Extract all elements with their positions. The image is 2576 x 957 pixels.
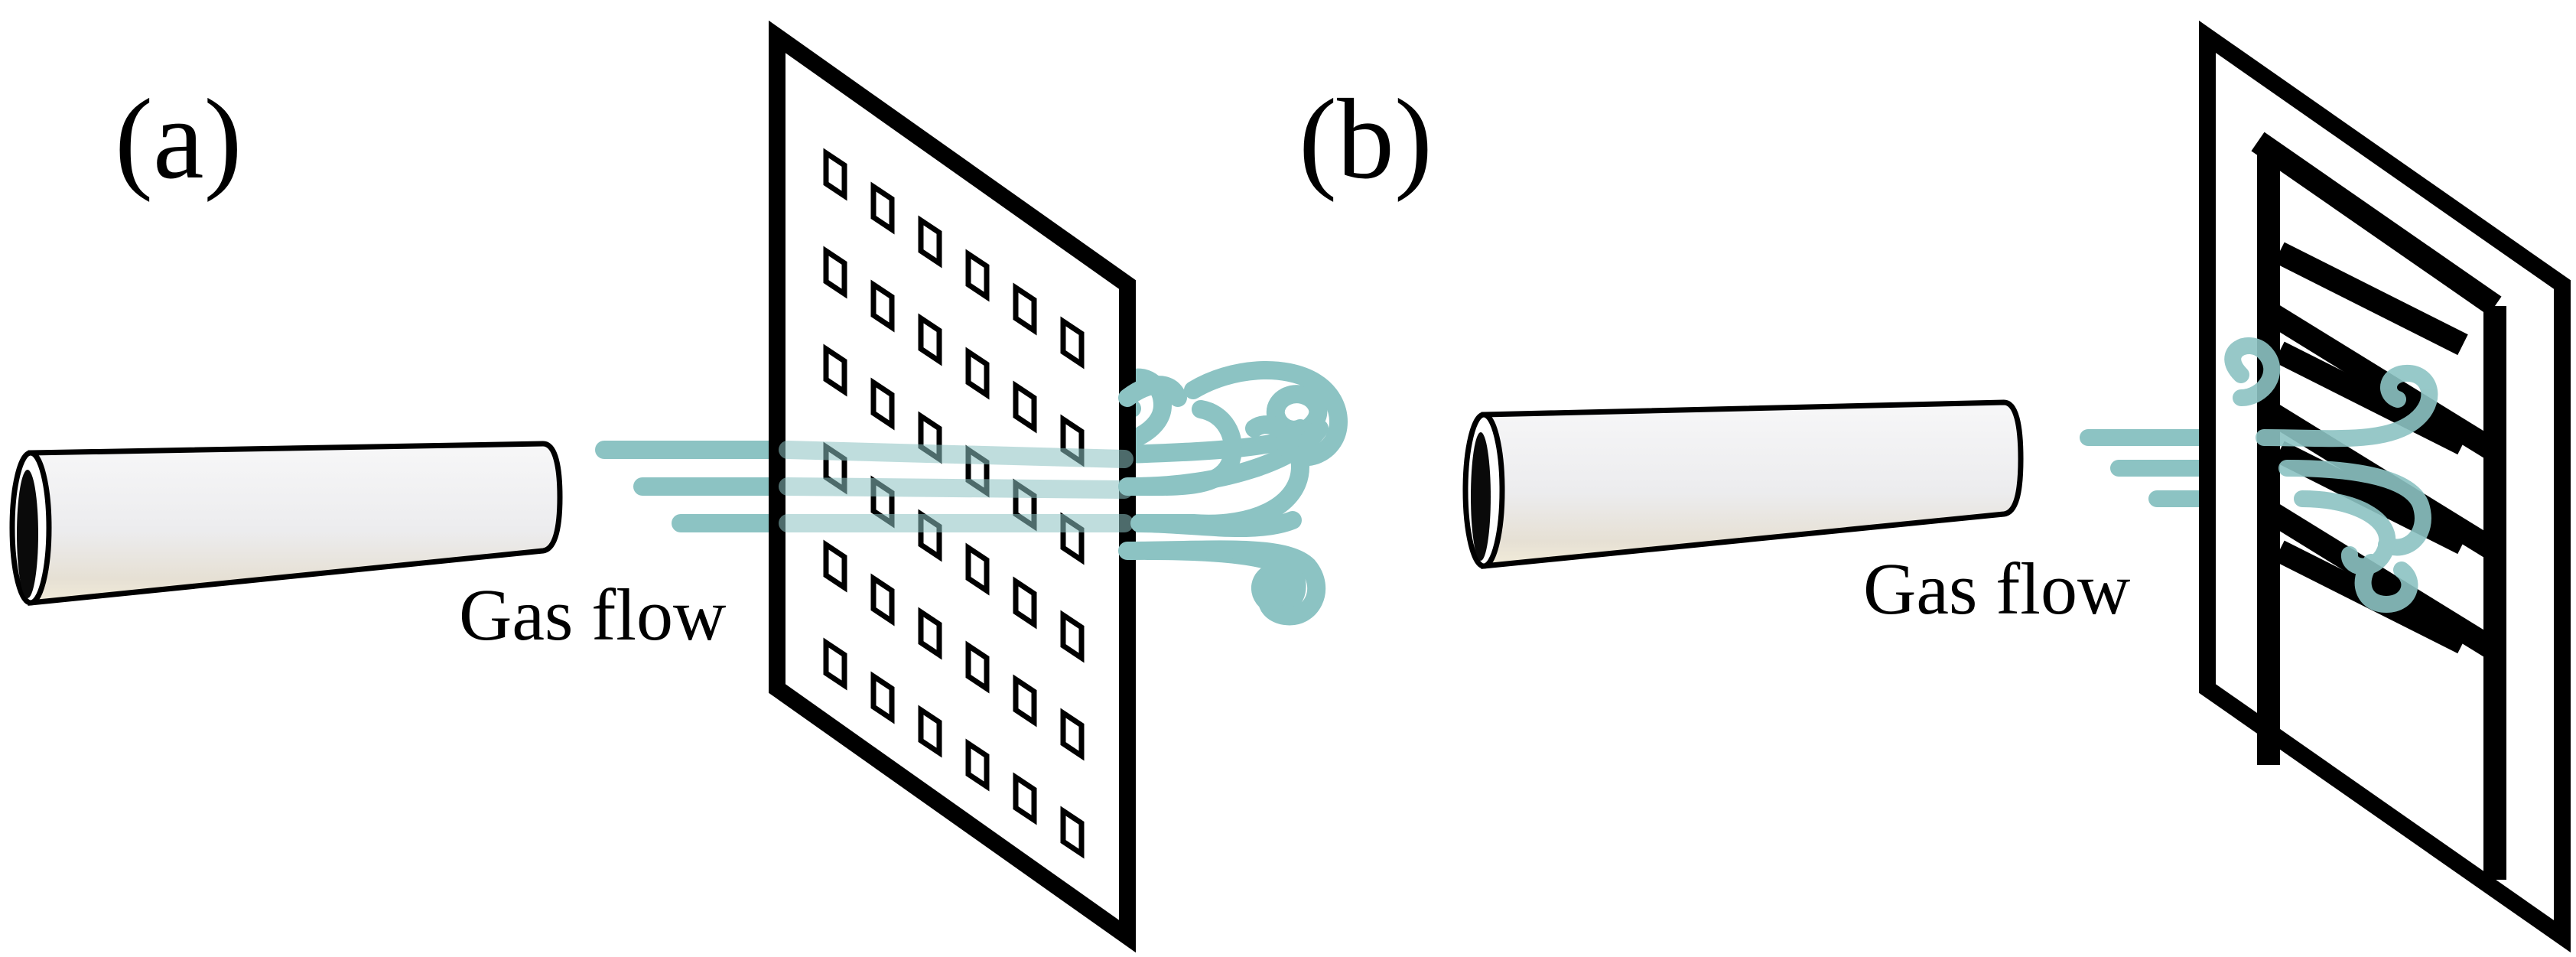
mesh-hole (823, 246, 847, 299)
mesh-hole (1013, 674, 1037, 728)
mesh-hole (1013, 282, 1037, 336)
mesh-hole (918, 313, 942, 366)
mesh-hole (870, 573, 895, 627)
mesh-hole (918, 215, 942, 269)
gas-flow-front-b (2224, 337, 2438, 614)
gas-flow-label-a: Gas flow (459, 574, 726, 656)
mesh-hole (1013, 576, 1037, 630)
mesh-hole (870, 279, 895, 333)
gas-tube-a (9, 441, 563, 606)
mesh-hole (823, 343, 847, 397)
gas-flow-label-b: Gas flow (1863, 548, 2130, 630)
mesh-hole (1013, 772, 1037, 825)
mesh-hole (870, 671, 895, 724)
mesh-hole (965, 640, 990, 694)
mesh-hole (823, 148, 847, 201)
mesh-hole (965, 249, 990, 302)
mesh-hole-grid (823, 148, 1085, 859)
mesh-hole (823, 539, 847, 593)
comb-finger-left (2274, 242, 2468, 356)
mesh-hole (870, 181, 895, 235)
mesh-hole (965, 542, 990, 596)
mesh-hole (918, 607, 942, 660)
mesh-hole (1060, 708, 1085, 761)
mesh-hole (870, 377, 895, 431)
panel-b-label: (b) (1299, 76, 1433, 203)
panel-a-label: (a) (115, 76, 242, 203)
gas-tube-b (1462, 399, 2024, 569)
panel-a: (a) (9, 20, 1348, 953)
comb-finger-right (2265, 503, 2501, 660)
mesh-hole (965, 347, 990, 400)
comb-fingers (2251, 132, 2506, 880)
gas-flow-front-a (1118, 360, 1348, 626)
mesh-hole (1060, 610, 1085, 663)
mesh-hole (823, 637, 847, 691)
mesh-hole (1060, 806, 1085, 859)
mesh-hole (965, 738, 990, 792)
mesh-hole (1013, 380, 1037, 434)
panel-b: (b) Gas flow (1299, 20, 2571, 953)
comb-top-bar (2251, 132, 2502, 316)
mesh-hole (918, 705, 942, 758)
mesh-hole (1060, 316, 1085, 369)
comb-finger-left (2274, 341, 2468, 455)
